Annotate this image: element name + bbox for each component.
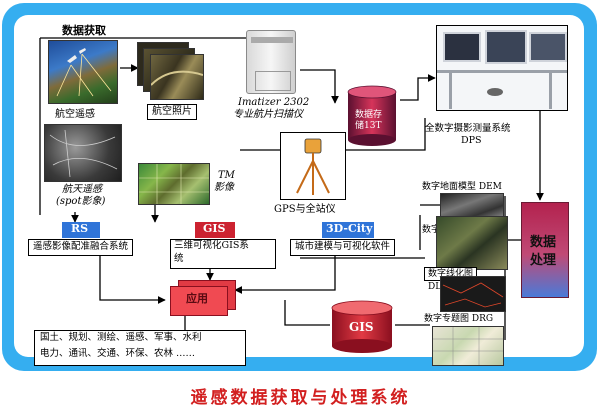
rs-system-label: 遥感影像配准融合系统: [28, 239, 134, 256]
city-system-label: 城市建模与可视化软件: [290, 239, 396, 256]
dom-image: [436, 216, 508, 270]
gps-label: GPS与全站仪: [274, 204, 336, 215]
storage-label-line2: 储13T: [355, 121, 382, 131]
aerial-photo-label: 航空照片: [147, 104, 197, 120]
surveying-tripod-icon: [296, 138, 330, 195]
scanner-device: [246, 30, 296, 94]
application-sheet-front: [170, 286, 228, 316]
gis-database-label: GIS: [349, 320, 374, 334]
dlg-code-label: DLG: [428, 282, 449, 292]
city-tag: [322, 222, 374, 238]
dem-label: 数字地面模型 DEM: [422, 182, 502, 192]
dps-workstation: [436, 25, 568, 111]
aerial-photo-stack-front: [150, 54, 204, 100]
city-tag-text: 3D-City: [326, 222, 373, 235]
gis-tag: [195, 222, 235, 238]
acquisition-header: 数据获取: [62, 24, 106, 37]
aircraft-icon: [56, 48, 112, 97]
tm-label-line1: TM: [218, 170, 235, 181]
dps-label-line1: 全数字摄影测量系统: [425, 123, 511, 134]
dps-label-line2: DPS: [461, 135, 482, 146]
gps-box: [280, 132, 346, 200]
tm-label-line2: 影像: [214, 182, 234, 193]
aerial-rs-image: [48, 40, 118, 104]
drg-label: 数字专题图 DRG: [424, 314, 494, 324]
spot-image-label: (spot影象): [56, 196, 106, 207]
storage-label-line1: 数据存: [355, 110, 383, 120]
dlg-image: [440, 276, 506, 312]
applications-line1: 国土、规划、测绘、遥感、军事、水利: [40, 332, 202, 343]
application-label: 应用: [186, 292, 208, 305]
applications-box: [34, 330, 246, 366]
applications-line2: 电力、通讯、交通、环保、农林 ……: [40, 348, 196, 359]
gis-system-label-line1: 三维可视化GIS系: [174, 240, 249, 251]
gis-tag-text: GIS: [203, 222, 226, 235]
processing-label-line2: 处理: [530, 253, 557, 268]
rs-tag: [62, 222, 100, 238]
processing-label-line1: 数据: [530, 235, 557, 250]
rs-tag-text: RS: [71, 222, 89, 235]
spot-image: [44, 124, 122, 182]
gis-system-label-line2: 统: [174, 253, 184, 264]
scanner-type-label: 专业航片扫描仪: [233, 109, 303, 120]
tm-image: [138, 163, 210, 205]
drg-image: [432, 326, 504, 366]
space-rs-label: 航天遥感: [62, 184, 102, 195]
aerial-rs-label: 航空遥感: [55, 109, 95, 120]
gis-system-box: [170, 239, 276, 269]
scanner-model-label: Imatizer 2302: [238, 97, 310, 108]
data-processing-block: [521, 202, 569, 298]
page-title: 遥感数据获取与处理系统: [190, 388, 411, 408]
